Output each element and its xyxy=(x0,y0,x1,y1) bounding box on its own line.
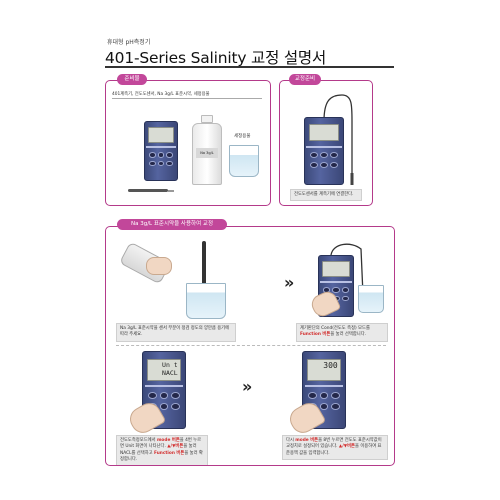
calib-prep-section: 전도도센서를 계측기에 연결한다. xyxy=(279,80,373,206)
prep-sensor-tip xyxy=(168,189,174,192)
step3-function-highlight: Function 버튼 xyxy=(153,450,185,456)
prep-beaker-label: 세정용물 xyxy=(234,134,251,139)
prep-bottle: Na 3g/L xyxy=(192,123,222,185)
prep-sensor-probe xyxy=(128,189,168,192)
prep-beaker xyxy=(229,145,259,177)
step3-lcd-line1: Un t xyxy=(162,360,178,369)
calib-prep-pill: 교정준비 xyxy=(289,74,321,85)
prep-items-rule xyxy=(112,98,262,99)
title-rule xyxy=(105,66,394,68)
calib-prep-meter xyxy=(304,117,344,185)
step2-function-highlight: Function 버튼 xyxy=(300,332,331,338)
prep-section: 401계측기, 전도도센서, Na 3g/L 표준시약, 세정용물 Na 3g/… xyxy=(105,80,271,206)
step1-caption: Na 3g/L 표준시약을 센서 무분이 정검 정도의 양만큼 용기에 따라 주… xyxy=(116,323,236,342)
step3-caption: 전도도측정모드에서 mode 버튼을 4번 누르면 Unit 화면이 나타난다.… xyxy=(116,435,208,465)
step2-caption: 계기판단의 Cond(전도도 측정) 모드를 Function 버튼을 눌러 선… xyxy=(296,323,388,342)
top-label: 휴대형 pH측정기 xyxy=(107,39,151,46)
page-title: 401-Series Salinity 교정 설명서 xyxy=(105,49,327,67)
step2-cable xyxy=(330,243,364,296)
prep-bottle-label: Na 3g/L xyxy=(196,148,218,158)
arrow-1: » xyxy=(284,273,295,292)
step3-mode-highlight: mode 버튼 xyxy=(156,438,180,443)
prep-items-text: 401계측기, 전도도센서, Na 3g/L 표준시약, 세정용물 xyxy=(112,92,210,97)
step4-arrows-highlight: ▲/▼버튼 xyxy=(338,444,356,450)
step4-mode-highlight: mode 버튼 xyxy=(295,438,319,443)
step4-caption: 다시 mode 버튼을 8번 누르면 전도도 표준시약값이 교정치로 설정되어 … xyxy=(282,435,388,461)
calib-prep-caption: 전도도센서를 계측기에 연결한다. xyxy=(290,189,362,202)
prep-bottle-cap xyxy=(201,115,213,123)
calibration-section: Na 3g/L 표준시약을 센서 무분이 정검 정도의 양만큼 용기에 따라 주… xyxy=(105,226,395,466)
step2-beaker xyxy=(358,285,384,313)
step3-lcd-line2: NACL xyxy=(162,368,178,377)
prep-meter xyxy=(144,121,178,181)
prep-pill: 준비물 xyxy=(117,74,147,85)
step4-lcd-line1: 300 xyxy=(323,360,338,370)
prep-cable xyxy=(323,94,354,185)
arrow-2: » xyxy=(242,377,253,396)
calibration-pill: Na 3g/L 표준시약을 사용하여 교정 xyxy=(117,219,227,230)
step1-hand xyxy=(146,257,172,275)
step1-beaker xyxy=(186,283,226,319)
step3-arrows-highlight: ▲/▼버튼 xyxy=(167,444,184,450)
row-divider xyxy=(116,345,386,346)
step1-probe xyxy=(202,241,206,315)
